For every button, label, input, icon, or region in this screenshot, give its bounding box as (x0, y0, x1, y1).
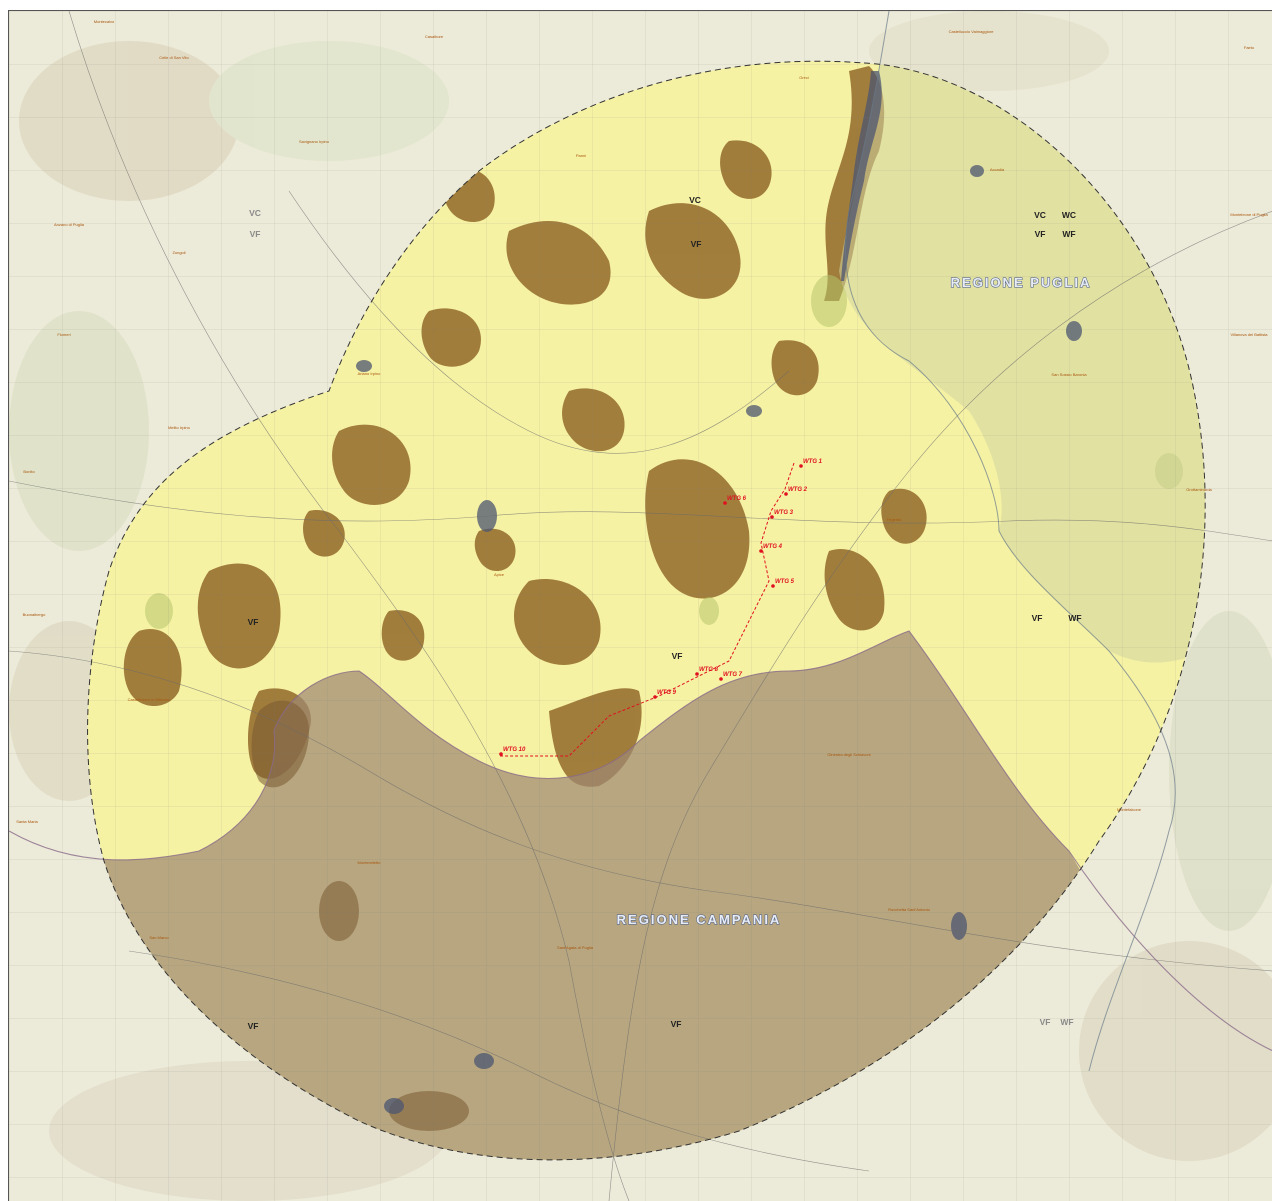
town-label: Sant'Agata di Puglia (557, 945, 594, 950)
zone-label: VF (691, 239, 702, 249)
town-label: Villanova del Battista (1230, 332, 1268, 337)
zone-label: WF (1060, 1017, 1073, 1027)
turbine-marker[interactable]: WTG 9 (653, 690, 677, 699)
turbine-point-icon (653, 695, 657, 699)
town-label: Buonalbergo (23, 612, 46, 617)
town-label: Greci (799, 75, 809, 80)
turbine-marker[interactable]: WTG 4 (759, 544, 783, 553)
zone-label: WF (1062, 229, 1075, 239)
town-label: Castelfranco in Miscano (128, 697, 171, 702)
town-label: Grottaminarda (1186, 487, 1212, 492)
turbine-label: WTG 5 (775, 579, 795, 585)
turbine-label: WTG 9 (657, 690, 677, 696)
town-label: Rocchetta Sant'Antonio (888, 907, 930, 912)
town-label: San Sossio Baronia (1051, 372, 1087, 377)
town-label: Bonito (23, 469, 35, 474)
zone-labels: VC VF VC WC VF WF VF WF VF VF VF VF VC VF VF WF (248, 195, 1082, 1031)
town-label: Casalbore (425, 34, 444, 39)
zone-label: VF (1032, 613, 1043, 623)
town-label: Panni (576, 153, 586, 158)
turbine-label: WTG 2 (788, 487, 808, 493)
turbine-cable-route (499, 462, 795, 757)
zone-label: VF (248, 617, 259, 627)
turbine-label: WTG 7 (723, 672, 743, 678)
town-label: Montefalcone (1117, 807, 1142, 812)
turbine-marker[interactable]: WTG 5 (771, 579, 795, 588)
zone-label: VF (1040, 1017, 1051, 1027)
zone-label: WC (1062, 210, 1076, 220)
turbine-point-icon (771, 584, 775, 588)
turbine-marker[interactable]: WTG 8 (695, 667, 719, 676)
town-label: Zungoli (172, 250, 185, 255)
turbine-marker[interactable]: WTG 6 (723, 496, 747, 505)
turbine-point-icon (719, 677, 723, 681)
turbine-marker[interactable]: WTG 7 (719, 672, 743, 681)
turbine-point-icon (723, 501, 727, 505)
turbine-point-icon (759, 549, 763, 553)
town-label: Anzano di Puglia (54, 222, 85, 227)
zone-label: VC (249, 208, 261, 218)
town-label: Savignano Irpino (299, 139, 330, 144)
turbine-marker[interactable]: WTG 10 (499, 747, 526, 756)
turbine-label: WTG 1 (803, 459, 823, 465)
town-label: Frigento (887, 517, 902, 522)
turbine-label: WTG 4 (763, 544, 783, 550)
turbine-point-icon (499, 752, 503, 756)
turbine-marker[interactable]: WTG 1 (799, 459, 823, 468)
town-label: Santa Maria (16, 819, 38, 824)
town-label: Ariano Irpino (358, 371, 381, 376)
region-label-campania: REGIONE CAMPANIA (617, 912, 782, 927)
town-label: Ginestra degli Schiavoni (827, 752, 870, 757)
town-label: San Marco (149, 935, 169, 940)
town-label: Celle di San Vito (159, 55, 189, 60)
turbine-point-icon (695, 672, 699, 676)
town-label: Accadia (990, 167, 1005, 172)
town-label: Apice (494, 572, 505, 577)
town-label: Montecalvo (94, 19, 115, 24)
puglia-boundary (845, 11, 1176, 1072)
zone-label: VF (672, 651, 683, 661)
town-label: Montemiletto (358, 860, 382, 865)
town-label: Melito Irpino (168, 425, 191, 430)
zone-label: VF (1035, 229, 1046, 239)
turbine-marker[interactable]: WTG 3 (770, 510, 794, 519)
turbine-label: WTG 10 (503, 747, 526, 753)
turbine-label: WTG 3 (774, 510, 794, 516)
turbine-point-icon (799, 464, 803, 468)
region-label-puglia: REGIONE PUGLIA (951, 275, 1092, 290)
zone-label: VF (671, 1019, 682, 1029)
turbine-label: WTG 6 (727, 496, 747, 502)
topo-grid (9, 11, 1272, 1201)
turbine-point-icon (784, 492, 788, 496)
zone-label: WF (1068, 613, 1081, 623)
turbine-label: WTG 8 (699, 667, 719, 673)
town-label: Faeto (1244, 45, 1255, 50)
town-label: Flumeri (57, 332, 70, 337)
zone-label: VC (1034, 210, 1046, 220)
region-boundary (9, 630, 1272, 1052)
town-label: Monteleone di Puglia (1230, 212, 1268, 217)
turbine-marker[interactable]: WTG 2 (784, 487, 808, 496)
turbine-point-icon (770, 515, 774, 519)
zone-label: VF (250, 229, 261, 239)
zone-label: VC (689, 195, 701, 205)
turbines[interactable]: WTG 1 WTG 2 WTG 3 WTG 4 WTG 5 WTG 6 WTG 7 WTG 8… (499, 459, 823, 756)
town-label: Castelluccio Valmaggiore (949, 29, 995, 34)
zone-label: VF (248, 1021, 259, 1031)
